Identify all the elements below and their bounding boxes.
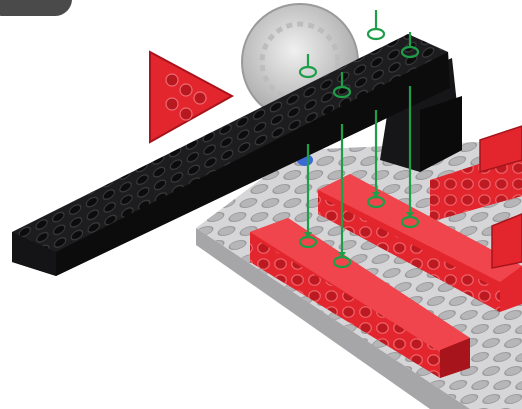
assembly-illustration bbox=[0, 0, 522, 409]
assembly-drawing bbox=[0, 0, 522, 409]
